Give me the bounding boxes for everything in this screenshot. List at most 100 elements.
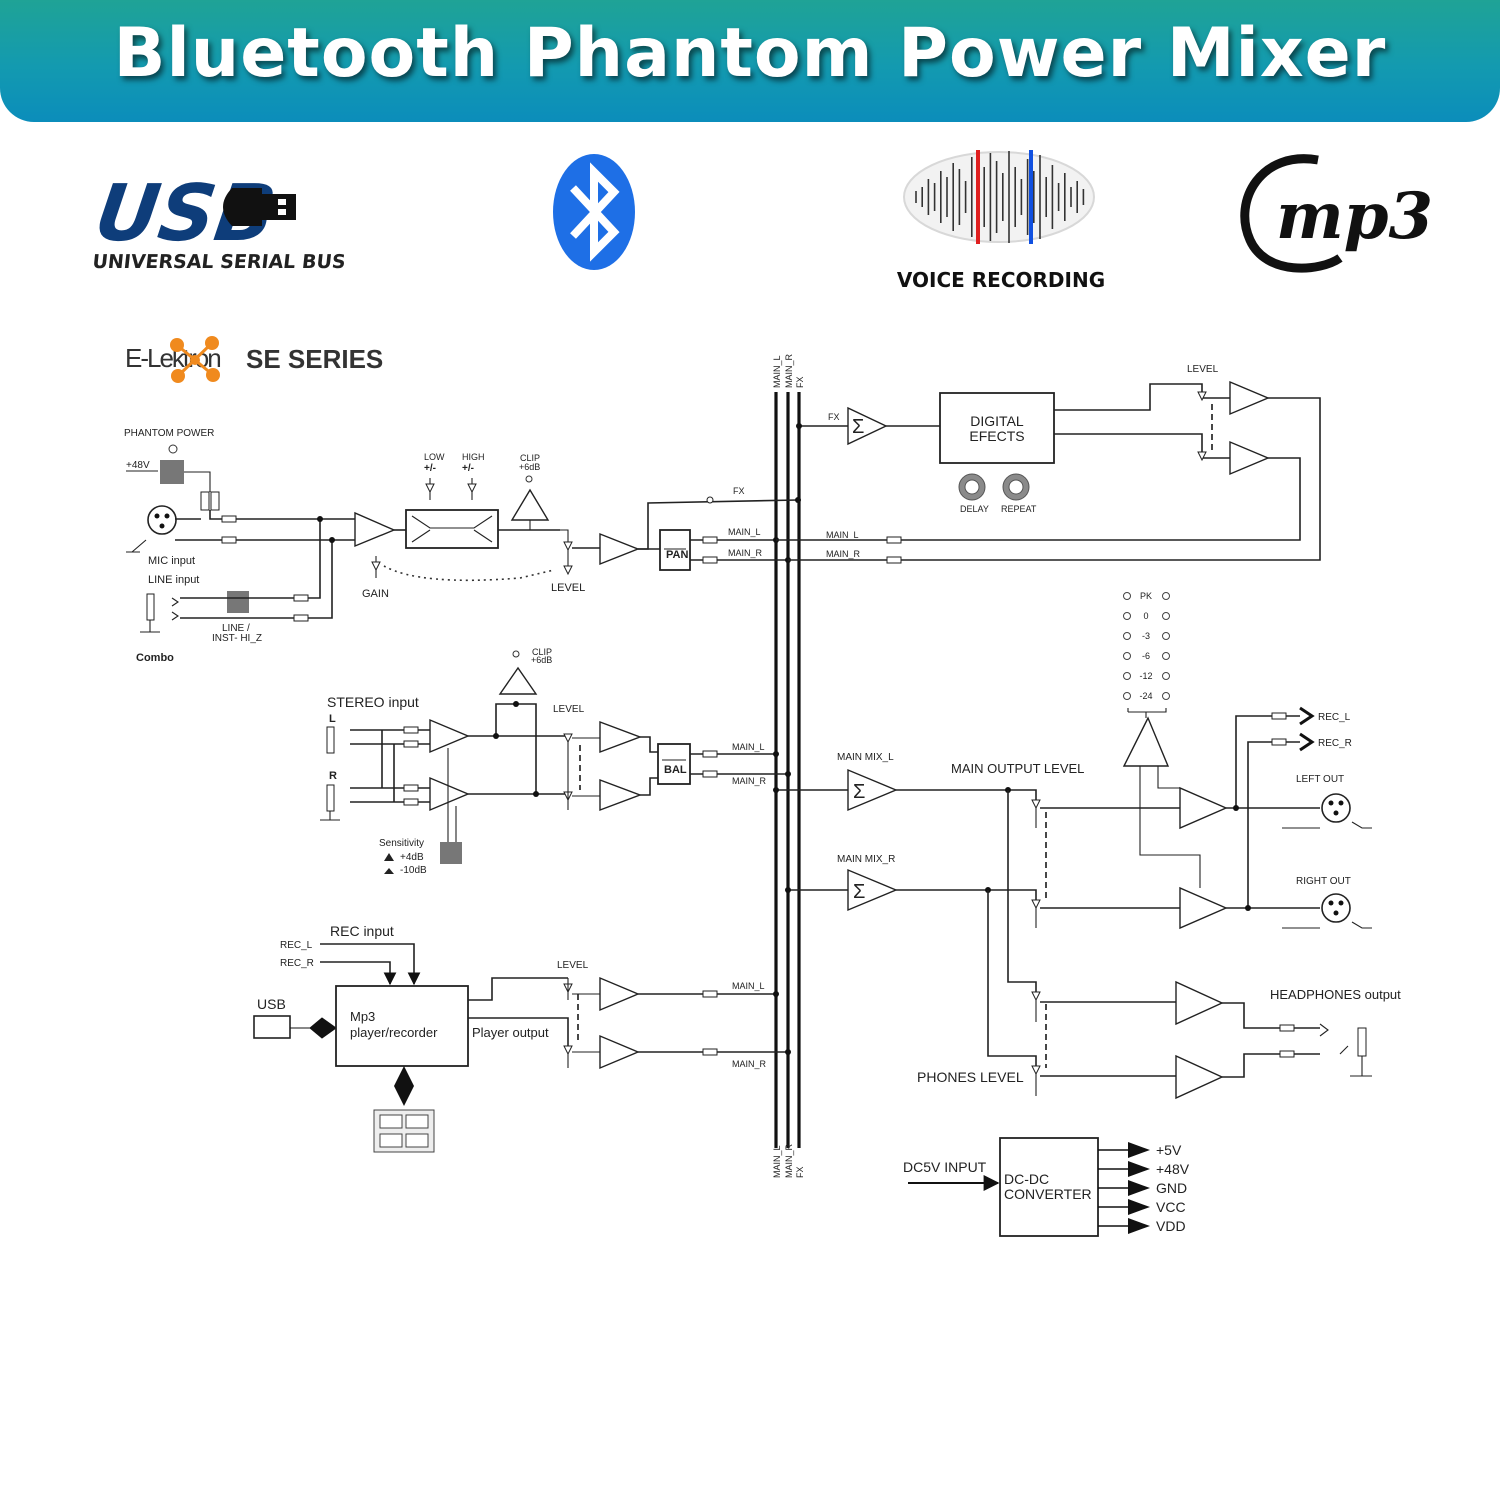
phones-level-label: PHONES LEVEL — [917, 1069, 1024, 1085]
combo-label: Combo — [136, 652, 174, 664]
main-bus: MAIN_L MAIN_R FX MAIN_L MAIN_R FX — [772, 353, 805, 1178]
line-jack-icon — [140, 593, 179, 633]
meter-led-right-icon — [1162, 672, 1170, 680]
mic-preamp — [354, 511, 396, 548]
player-btn-play[interactable] — [405, 1133, 429, 1148]
digital-effects-label-2: EFECTS — [969, 428, 1024, 444]
fx-level-label: LEVEL — [1187, 364, 1219, 375]
stereo-channel: STEREO input L R CLIP +6dB Sensitivity +… — [320, 647, 791, 876]
headphone-amp-l — [1175, 980, 1224, 1026]
stereo-r-label: R — [329, 770, 337, 782]
eq-knob-icons[interactable] — [425, 483, 477, 494]
sensitivity-switch[interactable] — [440, 842, 462, 864]
player-btn-mode[interactable] — [379, 1133, 403, 1148]
phones-level-pot-r[interactable] — [1031, 1065, 1041, 1076]
bus-label-fx-bottom: FX — [795, 1166, 805, 1178]
power-section: DC5V INPUT DC-DC CONVERTER +5V+48VGNDVCC… — [903, 1137, 1190, 1237]
delay-label: DELAY — [960, 504, 989, 514]
level-meter: PK0-3-6-12-24 — [1123, 591, 1170, 701]
stereo-preamp-r — [429, 776, 470, 812]
dc-dc-converter-block — [999, 1137, 1099, 1237]
left-out-label: LEFT OUT — [1296, 774, 1344, 785]
eq-high-pm: +/- — [462, 463, 474, 474]
stereo-clip-label: CLIP — [532, 647, 552, 657]
meter-led-right-icon — [1162, 612, 1170, 620]
rail-arrow-icon — [1128, 1142, 1150, 1158]
dc5v-input-label: DC5V INPUT — [903, 1159, 987, 1175]
meter-led-left-icon — [1123, 692, 1131, 700]
main-mix-l-sum — [847, 768, 898, 812]
mic-level-label: LEVEL — [551, 582, 585, 594]
player-main-l-label: MAIN_L — [732, 981, 765, 991]
main-mix-l-label: MAIN MIX_L — [837, 752, 894, 763]
phantom-48v-label: +48V — [126, 460, 150, 471]
fx-level-pot-r[interactable] — [1197, 451, 1207, 462]
digital-effects-label-1: DIGITAL — [970, 413, 1024, 429]
player-btn-next[interactable] — [405, 1114, 429, 1129]
main-mix-r-sum — [847, 868, 898, 912]
rail-arrow-icon — [1128, 1199, 1150, 1215]
rail-arrow-icon — [1128, 1161, 1150, 1177]
line-inst-label: LINE / — [222, 623, 250, 634]
mic-fx-label: FX — [733, 486, 745, 496]
main-output-level-label: MAIN OUTPUT LEVEL — [951, 761, 1084, 776]
stereo-level-pot-l[interactable] — [563, 733, 573, 744]
main-output-pot-l[interactable] — [1031, 799, 1041, 810]
meter-led-left-icon — [1123, 612, 1131, 620]
pan-block — [659, 529, 691, 571]
usb-logo-caption: UNIVERSAL SERIAL BUS — [91, 251, 346, 273]
player-level-pot-r[interactable] — [563, 1045, 573, 1056]
bus-label-main-l-bottom: MAIN_L — [772, 1145, 782, 1178]
meter-led-left-icon — [1123, 632, 1131, 640]
fx-level-pot-l[interactable] — [1197, 391, 1207, 402]
voice-recording-logo: VOICE RECORDING — [897, 150, 1105, 292]
mic-level-pot[interactable] — [563, 541, 573, 552]
stereo-amp-l — [599, 720, 642, 754]
meter-label: -12 — [1139, 671, 1152, 681]
stereo-main-l-label: MAIN_L — [732, 742, 765, 752]
bluetooth-icon — [553, 154, 635, 270]
brand-series: SE SERIES — [246, 344, 383, 374]
phantom-switch[interactable] — [160, 460, 184, 484]
bus-label-main-r-bottom: MAIN_R — [784, 1143, 794, 1178]
xlr-mic-input-icon — [147, 505, 177, 535]
sensitivity-option-1: +4dB — [400, 852, 424, 863]
sensitivity-label: Sensitivity — [379, 838, 424, 849]
player-btn-prev[interactable] — [379, 1114, 403, 1129]
meter-label: 0 — [1143, 611, 1148, 621]
fx-sum-amp — [847, 406, 888, 446]
meter-driver-amp — [1122, 716, 1170, 767]
fx-send-label: FX — [828, 412, 840, 422]
clip-led-icon — [525, 475, 533, 483]
output-section: MAIN MIX_L MAIN MIX_R Σ Σ MAIN OUTPUT LE… — [773, 591, 1401, 1100]
line-inst-switch[interactable] — [227, 591, 249, 613]
sensitivity-user-icon — [384, 853, 394, 861]
player-label-2: player/recorder — [350, 1025, 438, 1040]
fx-main-r-label: MAIN_R — [826, 549, 861, 559]
phones-level-pot-l[interactable] — [1031, 991, 1041, 1002]
gain-pot[interactable] — [371, 561, 381, 572]
bal-block — [657, 743, 691, 785]
usb-port-label: USB — [257, 996, 286, 1012]
meter-led-left-icon — [1123, 672, 1131, 680]
eq-low-pm: +/- — [424, 463, 436, 474]
sensitivity-option-2: -10dB — [400, 865, 427, 876]
waveform-icon — [915, 150, 1085, 244]
meter-label: -24 — [1139, 691, 1152, 701]
main-mix-r-label: MAIN MIX_R — [837, 854, 895, 865]
mic-channel: PHANTOM POWER +48V MIC input LINE input … — [124, 428, 801, 664]
mic-main-r-label: MAIN_R — [728, 548, 763, 558]
clip-indicator — [510, 488, 550, 521]
rail-label: +5V — [1156, 1142, 1182, 1158]
main-output-pot-r[interactable] — [1031, 899, 1041, 910]
phantom-power-label: PHANTOM POWER — [124, 428, 214, 439]
meter-led-right-icon — [1162, 692, 1170, 700]
stereo-main-r-label: MAIN_R — [732, 776, 767, 786]
meter-led-left-icon — [1123, 592, 1131, 600]
rec-l-input-label: REC_L — [280, 940, 313, 951]
xlr-right-out-icon — [1282, 893, 1372, 929]
headphones-output-label: HEADPHONES output — [1270, 987, 1401, 1002]
stereo-input-label: STEREO input — [327, 694, 419, 710]
rail-label: +48V — [1156, 1161, 1190, 1177]
